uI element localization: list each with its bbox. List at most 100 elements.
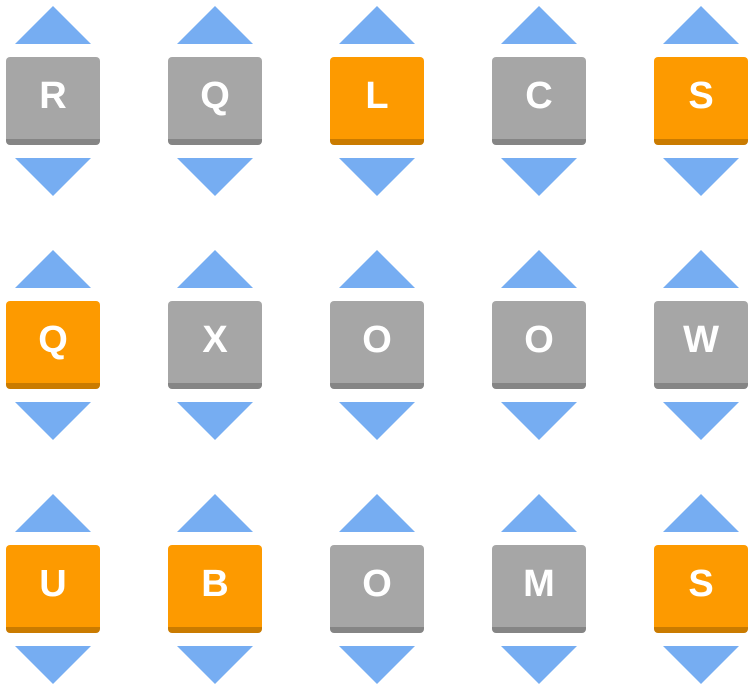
tile-letter: O: [362, 563, 392, 605]
up-arrow-icon[interactable]: [661, 5, 741, 45]
letter-wheel-r1-c3: L: [330, 0, 424, 196]
letter-tile[interactable]: S: [654, 545, 748, 633]
up-arrow-shape: [501, 494, 577, 532]
up-arrow-icon[interactable]: [499, 5, 579, 45]
down-arrow-shape: [663, 646, 739, 684]
tile-letter: S: [688, 563, 714, 605]
up-arrow-shape: [501, 6, 577, 44]
down-arrow-icon[interactable]: [337, 157, 417, 197]
up-arrow-icon[interactable]: [175, 249, 255, 289]
letter-wheel-r1-c5: S: [654, 0, 748, 196]
down-arrow-icon[interactable]: [13, 157, 93, 197]
down-arrow-shape: [177, 158, 253, 196]
down-arrow-shape: [663, 402, 739, 440]
up-arrow-icon[interactable]: [337, 249, 417, 289]
tile-letter: Q: [38, 319, 68, 361]
down-arrow-shape: [177, 646, 253, 684]
letter-tile[interactable]: B: [168, 545, 262, 633]
up-arrow-shape: [15, 6, 91, 44]
up-arrow-shape: [177, 6, 253, 44]
up-arrow-icon[interactable]: [337, 493, 417, 533]
down-arrow-icon[interactable]: [175, 645, 255, 685]
down-arrow-shape: [339, 402, 415, 440]
letter-wheel-r1-c1: R: [6, 0, 100, 196]
down-arrow-icon[interactable]: [337, 645, 417, 685]
letter-tile[interactable]: Q: [168, 57, 262, 145]
up-arrow-icon[interactable]: [661, 493, 741, 533]
up-arrow-icon[interactable]: [13, 493, 93, 533]
down-arrow-shape: [501, 402, 577, 440]
down-arrow-shape: [15, 402, 91, 440]
down-arrow-shape: [177, 402, 253, 440]
up-arrow-shape: [339, 6, 415, 44]
letter-tile[interactable]: R: [6, 57, 100, 145]
letter-wheel-r3-c3: O: [330, 488, 424, 684]
letter-wheel-r2-c5: W: [654, 244, 748, 440]
up-arrow-shape: [663, 6, 739, 44]
letter-tile[interactable]: C: [492, 57, 586, 145]
down-arrow-icon[interactable]: [661, 157, 741, 197]
tile-letter: X: [202, 319, 228, 361]
letter-tile[interactable]: O: [492, 301, 586, 389]
tile-letter: U: [39, 563, 67, 605]
down-arrow-icon[interactable]: [499, 401, 579, 441]
down-arrow-shape: [501, 158, 577, 196]
letter-tile[interactable]: O: [330, 545, 424, 633]
up-arrow-shape: [501, 250, 577, 288]
up-arrow-shape: [15, 494, 91, 532]
up-arrow-shape: [663, 250, 739, 288]
down-arrow-icon[interactable]: [661, 645, 741, 685]
up-arrow-icon[interactable]: [175, 493, 255, 533]
down-arrow-icon[interactable]: [175, 157, 255, 197]
tile-letter: C: [525, 75, 553, 117]
tile-letter: M: [523, 563, 555, 605]
letter-tile[interactable]: M: [492, 545, 586, 633]
up-arrow-shape: [339, 494, 415, 532]
down-arrow-shape: [15, 158, 91, 196]
tile-letter: S: [688, 75, 714, 117]
up-arrow-icon[interactable]: [13, 249, 93, 289]
letter-tile[interactable]: L: [330, 57, 424, 145]
down-arrow-icon[interactable]: [337, 401, 417, 441]
down-arrow-icon[interactable]: [499, 157, 579, 197]
down-arrow-icon[interactable]: [13, 401, 93, 441]
down-arrow-shape: [663, 158, 739, 196]
up-arrow-icon[interactable]: [499, 493, 579, 533]
down-arrow-icon[interactable]: [175, 401, 255, 441]
letter-wheel-r2-c1: Q: [6, 244, 100, 440]
letter-tile[interactable]: X: [168, 301, 262, 389]
letter-wheel-r2-c2: X: [168, 244, 262, 440]
tile-letter: O: [524, 319, 554, 361]
down-arrow-shape: [339, 646, 415, 684]
letter-tile[interactable]: O: [330, 301, 424, 389]
down-arrow-icon[interactable]: [499, 645, 579, 685]
up-arrow-icon[interactable]: [337, 5, 417, 45]
tile-letter: B: [201, 563, 229, 605]
letter-tile[interactable]: Q: [6, 301, 100, 389]
up-arrow-icon[interactable]: [499, 249, 579, 289]
letter-tile[interactable]: S: [654, 57, 748, 145]
letter-tile[interactable]: U: [6, 545, 100, 633]
down-arrow-icon[interactable]: [661, 401, 741, 441]
up-arrow-shape: [663, 494, 739, 532]
letter-wheel-r2-c3: O: [330, 244, 424, 440]
tile-letter: Q: [200, 75, 230, 117]
tile-letter: R: [39, 75, 67, 117]
up-arrow-icon[interactable]: [661, 249, 741, 289]
up-arrow-icon[interactable]: [175, 5, 255, 45]
letter-wheel-r3-c2: B: [168, 488, 262, 684]
up-arrow-shape: [15, 250, 91, 288]
letter-wheel-r1-c4: C: [492, 0, 586, 196]
up-arrow-icon[interactable]: [13, 5, 93, 45]
letter-tile[interactable]: W: [654, 301, 748, 389]
up-arrow-shape: [177, 494, 253, 532]
down-arrow-icon[interactable]: [13, 645, 93, 685]
letter-wheel-r3-c4: M: [492, 488, 586, 684]
tile-letter: O: [362, 319, 392, 361]
up-arrow-shape: [339, 250, 415, 288]
tile-letter: W: [683, 319, 719, 361]
letter-wheel-r1-c2: Q: [168, 0, 262, 196]
letter-wheel-r3-c1: U: [6, 488, 100, 684]
letter-wheel-r2-c4: O: [492, 244, 586, 440]
